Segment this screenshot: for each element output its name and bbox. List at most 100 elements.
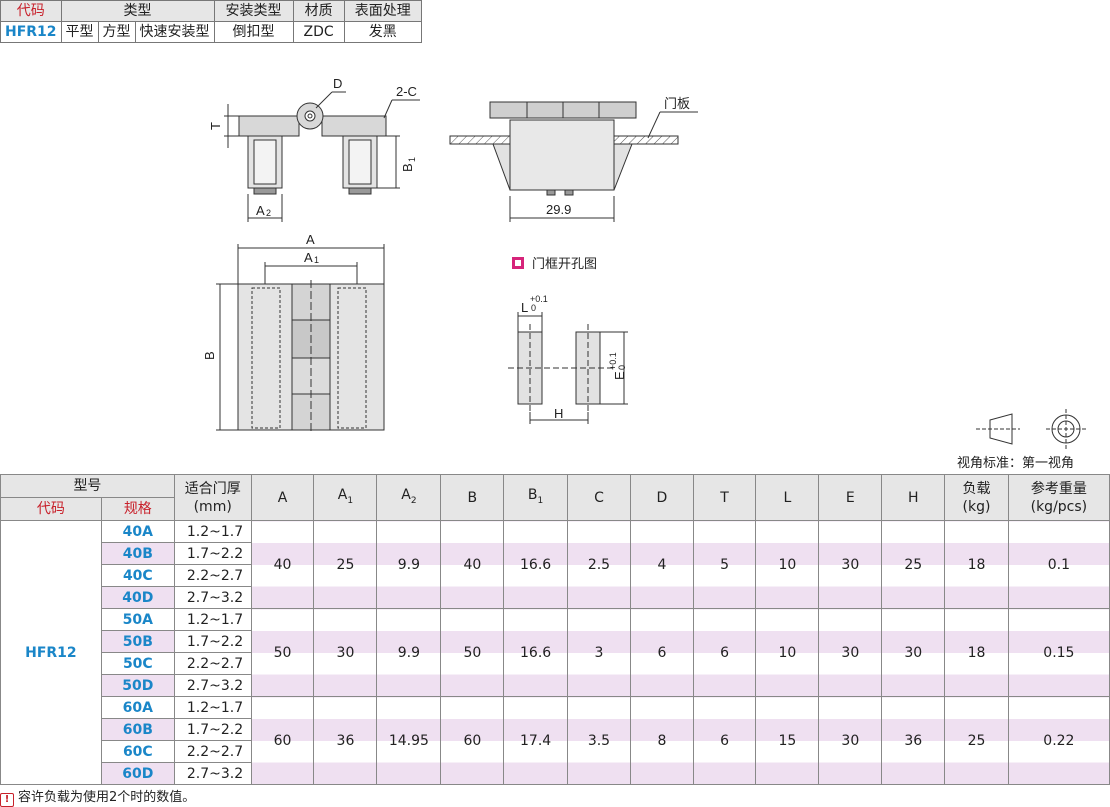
value-cell: 16.6 <box>503 520 568 609</box>
value-cell: 18 <box>944 608 1009 697</box>
view-standard: 视角标准：第一视角 <box>957 456 1075 471</box>
value-cell: 16.6 <box>503 608 568 697</box>
value-cell: 10 <box>755 520 820 609</box>
value-cell: 5 <box>692 520 757 609</box>
value-cell: 40 <box>440 520 505 609</box>
value-cell: 17.4 <box>503 696 568 785</box>
code-cell: HFR12 <box>0 520 102 785</box>
header-dim: H <box>881 474 946 521</box>
label-A2: A <box>256 203 265 218</box>
note: !容许负载为使用2个时的数值。 <box>0 786 195 807</box>
label-A2-sub: 2 <box>266 208 271 218</box>
thickness-cell: 1.2~1.7 <box>173 520 252 543</box>
header-dim-letter: A <box>401 486 411 503</box>
header-dim: A <box>250 474 315 521</box>
spec-cell: 60C <box>100 740 175 763</box>
value-cell: 36 <box>881 696 946 785</box>
note-text: 容许负载为使用2个时的数值。 <box>18 790 196 805</box>
cutout-view <box>508 312 628 424</box>
value-cell: 30 <box>818 608 883 697</box>
value-cell: 2.5 <box>566 520 632 609</box>
label-A1: A <box>304 250 313 265</box>
header-load: 负载 <box>962 480 991 497</box>
surface-cell: 发黑 <box>343 21 422 43</box>
thickness-cell: 2.2~2.7 <box>173 652 252 675</box>
thickness-cell: 1.7~2.2 <box>173 542 252 565</box>
value-cell: 0.22 <box>1007 696 1110 785</box>
header-dim: E <box>818 474 883 521</box>
label-D: D <box>333 76 342 91</box>
value-cell: 6 <box>692 608 757 697</box>
header-dim-letter: H <box>908 489 919 506</box>
header-dim-letter: T <box>720 489 729 506</box>
label-B1: B <box>400 163 415 172</box>
value-cell: 6 <box>692 696 757 785</box>
header-dim-letter: E <box>845 489 855 506</box>
value-cell: 50 <box>250 608 315 697</box>
value-cell: 0.15 <box>1007 608 1110 697</box>
header-dim-sub: 1 <box>347 495 354 506</box>
value-cell: 50 <box>440 608 505 697</box>
spec-cell: 60A <box>100 696 175 719</box>
label-L: L <box>521 300 528 315</box>
type-flat: 平型 <box>60 21 99 43</box>
label-A1-sub: 1 <box>314 255 319 265</box>
header-weight: 参考重量 <box>1030 480 1087 497</box>
type-square: 方型 <box>97 21 136 43</box>
header-dim-letter: A <box>337 486 348 503</box>
header-code-col: 代码 <box>0 497 102 521</box>
value-cell: 6 <box>630 608 694 697</box>
material-cell: ZDC <box>292 21 345 43</box>
spec-cell: 50A <box>100 608 175 631</box>
value-cell: 9.9 <box>376 608 442 697</box>
code-cell: HFR12 <box>0 21 62 43</box>
header-dim: B1 <box>503 474 568 521</box>
value-cell: 18 <box>944 520 1009 609</box>
type-quick: 快速安装型 <box>134 21 215 43</box>
header-dim: D <box>630 474 694 521</box>
label-T: T <box>208 122 223 130</box>
header-weight-unit: (kg/pcs) <box>1030 498 1088 515</box>
header-dim: T <box>692 474 757 521</box>
thickness-cell: 1.2~1.7 <box>173 696 252 719</box>
header-dim: L <box>755 474 820 521</box>
value-cell: 14.95 <box>376 696 442 785</box>
value-cell: 8 <box>630 696 694 785</box>
thickness-cell: 1.7~2.2 <box>173 718 252 741</box>
label-A: A <box>306 232 315 247</box>
header-door-thickness-unit: (mm) <box>193 498 232 515</box>
thickness-cell: 2.7~3.2 <box>173 674 252 697</box>
header-load-unit: (kg) <box>962 498 991 515</box>
label-L-tol-up: +0.1 <box>530 294 548 304</box>
label-door-plate: 门板 <box>664 97 690 112</box>
header-dim: B <box>440 474 505 521</box>
thickness-cell: 1.7~2.2 <box>173 630 252 653</box>
header-code: 代码 <box>0 0 62 22</box>
value-cell: 0.1 <box>1007 520 1110 609</box>
spec-table: 型号 适合门厚 (mm) A A1 A2 B B1 C D T L E H 负载… <box>0 474 1110 785</box>
header-door-thickness: 适合门厚 <box>184 480 241 497</box>
value-cell: 10 <box>755 608 820 697</box>
header-material: 材质 <box>292 0 345 22</box>
value-cell: 30 <box>818 696 883 785</box>
label-E: E <box>612 371 627 380</box>
label-B: B <box>202 351 217 360</box>
value-cell: 25 <box>944 696 1009 785</box>
header-dim: C <box>566 474 632 521</box>
section-view <box>449 101 698 222</box>
header-surface: 表面处理 <box>343 0 422 22</box>
spec-cell: 40D <box>100 586 175 609</box>
header-dim-letter: C <box>594 489 604 506</box>
thickness-cell: 2.7~3.2 <box>173 586 252 609</box>
label-L-tol-lo: 0 <box>531 303 536 313</box>
spec-cell: 50B <box>100 630 175 653</box>
spec-cell: 40C <box>100 564 175 587</box>
header-dim-letter: B <box>467 489 478 506</box>
value-cell: 3 <box>566 608 632 697</box>
header-dim-letter: D <box>656 489 668 506</box>
header-type: 类型 <box>60 0 215 22</box>
label-B1-sub: 1 <box>407 157 417 162</box>
label-H: H <box>554 406 563 421</box>
header-dim-sub: 1 <box>537 495 544 506</box>
